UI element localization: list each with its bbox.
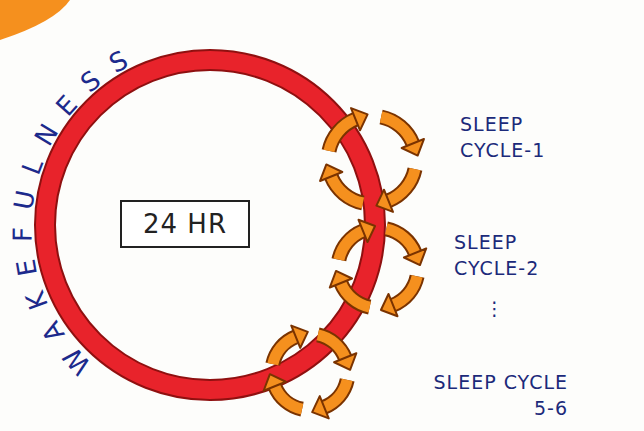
cycle-arrowhead [402,139,424,156]
cycle-arrowhead [330,271,352,288]
corner-blob [0,0,70,40]
cycle-arc [389,169,416,201]
cycle-arc-outline [273,337,296,364]
cycle-arrowhead [320,164,342,181]
cycle-label: SLEEP CYCLE-2 [454,230,564,281]
time-box: 24 HR [120,200,250,248]
cycle-arc-outline [386,229,415,253]
cycle-arc [381,117,413,144]
cycle-arc [339,231,363,260]
cycle-arc [318,335,345,358]
cycle-arrowhead [404,249,426,266]
day-ring [45,60,375,390]
day-ring-outline [45,60,375,390]
cycle-arc-outline [381,117,413,144]
cycle-arc-outline [324,380,347,407]
cycle-arc [386,229,415,253]
sleep-cycles [264,108,427,418]
cycle-arc-outline [275,386,302,409]
cycle-arrowhead [351,108,368,130]
cycle-arc-outline [341,283,370,307]
cycle-arc [331,177,363,204]
cycle-arc-outline [318,335,345,358]
cycle-arrowhead [334,353,356,370]
cycle-arc [273,337,296,364]
cycle-arc [275,386,302,409]
cycle-arrowhead [359,220,376,242]
cycle-arrowhead [381,294,398,316]
cycle-arrowhead [291,326,308,348]
continuation-mark: ⋮ [480,296,510,322]
cycle-arrowhead [312,396,329,418]
cycle-arc-outline [393,276,417,305]
cycle-arc [393,276,417,305]
cycle-arc-outline [339,231,363,260]
cycle-arc-outline [329,119,356,151]
cycle-arc [329,119,356,151]
cycle-label: SLEEP CYCLE 5-6 [418,370,568,421]
cycle-arrowhead [264,374,286,391]
cycle-arrowhead [376,190,393,212]
box-label: 24 HR [143,209,227,239]
cycle-arc [341,283,370,307]
cycle-arc [324,380,347,407]
cycle-arc-outline [389,169,416,201]
cycle-arc-outline [331,177,363,204]
cycle-label: SLEEP CYCLE-1 [460,112,570,163]
